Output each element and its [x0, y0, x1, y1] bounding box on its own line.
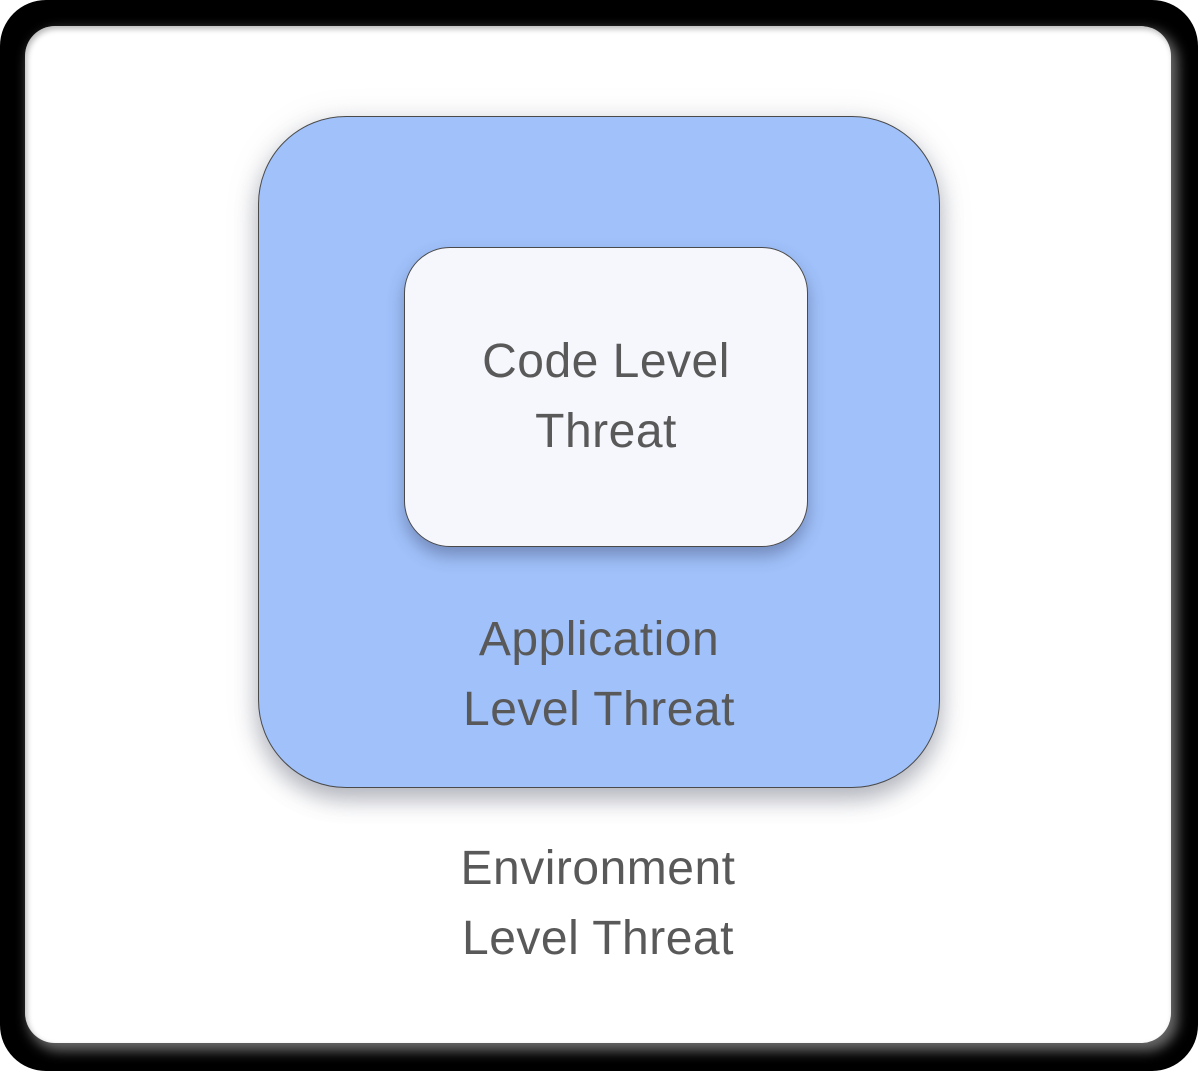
code-level-label: Code Level Threat — [482, 335, 730, 458]
application-level-box: Code Level Threat Application Level Thre… — [258, 116, 940, 788]
environment-level-box: Code Level Threat Application Level Thre… — [25, 26, 1171, 1043]
application-level-label: Application Level Threat — [463, 613, 735, 736]
environment-level-label: Environment Level Threat — [460, 842, 736, 965]
code-level-box: Code Level Threat — [404, 247, 808, 547]
